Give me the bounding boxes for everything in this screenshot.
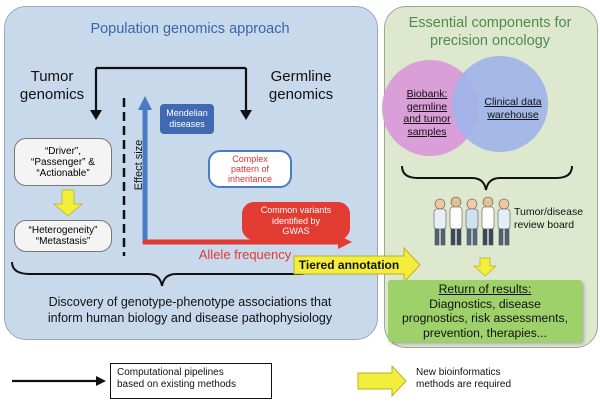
legend-computational-pipelines: Computational pipelines based on existin…	[110, 363, 272, 399]
return-of-results-title: Return of results:	[438, 282, 532, 296]
germline-down-arrowhead	[240, 110, 252, 120]
tumor-down-arrowhead	[90, 110, 102, 120]
biobank-label: Biobank: germline and tumor samples	[403, 88, 451, 138]
tumor-genomics-label: Tumor genomics	[19, 68, 85, 103]
complex-inheritance-box: Complex pattern of inheritance	[208, 150, 292, 188]
review-board-label: Tumor/disease review board	[514, 206, 584, 231]
tiered-annotation-arrow	[293, 246, 421, 284]
germline-genomics-label: Germline genomics	[268, 68, 334, 103]
population-genomics-title: Population genomics approach	[90, 21, 290, 37]
yellow-down-arrow-right	[472, 257, 498, 277]
discovery-brace	[11, 261, 317, 287]
review-board-people-icon	[433, 196, 511, 246]
discovery-text: Discovery of genotype-phenotype associat…	[47, 295, 333, 325]
clinical-warehouse-label: Clinical data warehouse	[484, 96, 542, 121]
biobank-circle	[382, 60, 478, 156]
effect-size-arrowhead	[138, 96, 152, 110]
legend-new-methods: New bioinformatics methods are required	[416, 367, 512, 390]
tiered-annotation-label: Tiered annotation	[298, 258, 400, 272]
effect-size-label: Effect size	[133, 139, 145, 191]
common-variants-box: Common variants identified by GWAS	[242, 202, 350, 240]
mendelian-diseases-box: Mendelian diseases	[160, 104, 214, 134]
legend-yellow-arrow	[357, 364, 407, 398]
components-brace	[401, 165, 573, 191]
precision-oncology-title: Essential components for precision oncol…	[408, 15, 572, 49]
driver-passenger-box: “Driver”, “Passenger” & “Actionable”	[14, 138, 112, 186]
yellow-down-arrow-left	[52, 189, 84, 217]
clinical-warehouse-circle	[452, 56, 548, 152]
heterogeneity-metastasis-box: “Heterogeneity” “Metastasis”	[14, 220, 112, 252]
return-of-results-box: Return of results: Diagnostics, disease …	[388, 280, 582, 342]
allele-frequency-label: Allele frequency	[198, 247, 292, 262]
